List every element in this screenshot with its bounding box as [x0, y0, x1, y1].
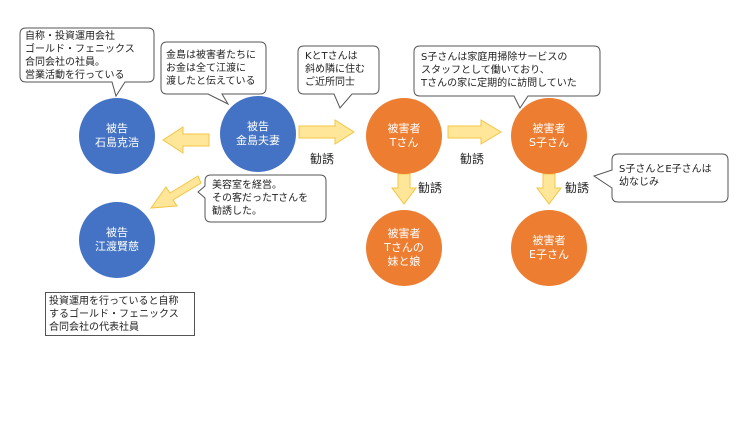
callout-line: 自称・投資運用会社 — [25, 31, 115, 42]
node-name-label: E子さん — [529, 248, 569, 261]
node-name-label: Tさん — [389, 136, 419, 149]
callout-line: S子さんは家庭用掃除サービスの — [421, 52, 568, 63]
node-defendant-etou: 被告 江渡賢慈 — [79, 202, 155, 278]
callout-line: ご近所同士 — [305, 77, 355, 88]
node-name-label: 江渡賢慈 — [95, 240, 139, 253]
callout-bubble-salon — [197, 174, 327, 223]
node-role-label: 被害者 — [387, 227, 421, 240]
callout-text-kanejima: 金島は被害者たちに お金は全て江渡に 渡したと伝えている — [166, 49, 256, 88]
node-name-label: 金島夫妻 — [236, 134, 280, 147]
callout-text-salon: 美容室を経営。 その客だったTさんを 勧誘した。 — [212, 179, 308, 218]
node-victim-s: 被害者 S子さん — [511, 98, 587, 174]
node-name-label: S子さん — [529, 136, 569, 149]
callout-text-neighbors: KとTさんは 斜め隣に住む ご近所同士 — [305, 50, 365, 89]
note-etou-description: 投資運用を行っていると自称 するゴールド・フェニックス 合同会社の代表社員 — [45, 292, 195, 336]
arrow-kanejima-to-t — [298, 119, 355, 145]
node-name-label-2: 妹と娘 — [387, 255, 421, 268]
callout-line: 斜め隣に住む — [305, 64, 365, 75]
note-line: するゴールド・フェニックス — [49, 309, 179, 320]
node-role-label: 被害者 — [387, 122, 421, 135]
label-t-to-s: 勧誘 — [460, 152, 485, 166]
node-name-label: Tさんの — [384, 241, 424, 254]
callout-bubble-s-staff — [413, 45, 601, 109]
callout-line: S子さんとE子さんは — [619, 164, 712, 175]
arrow-kanejima-to-etou — [149, 175, 202, 209]
callout-line: Tさんの家に定期的に訪問していた — [421, 78, 577, 89]
callout-bubble-kanejima — [160, 41, 267, 106]
arrow-t-to-s — [447, 119, 502, 145]
node-victim-t: 被害者 Tさん — [366, 98, 442, 174]
callout-line: 合同会社の社員。 — [25, 57, 105, 68]
node-role-label: 被害者 — [532, 122, 566, 135]
callout-line: 勧誘した。 — [212, 206, 262, 217]
callout-bubble-childhood — [592, 153, 729, 203]
label-kanejima-to-t: 勧誘 — [310, 152, 335, 166]
arrow-s-to-e — [536, 173, 562, 205]
callout-line: KとTさんは — [305, 51, 358, 62]
arrow-t-to-sister — [391, 173, 417, 205]
callout-text-childhood: S子さんとE子さんは 幼なじみ — [619, 163, 712, 189]
node-defendant-ishijima: 被告 石島克浩 — [79, 98, 155, 174]
node-victim-sister-daughter: 被害者 Tさんの 妹と娘 — [366, 210, 442, 286]
arrow-kanejima-to-ishijima — [162, 126, 210, 154]
callout-line: 渡したと伝えている — [166, 76, 256, 87]
callout-bubble-neighbors — [297, 45, 380, 109]
node-role-label: 被告 — [106, 226, 128, 239]
node-role-label: 被害者 — [532, 234, 566, 247]
callout-line: スタッフとして働いており、 — [421, 65, 550, 76]
node-victim-e: 被害者 E子さん — [511, 210, 587, 286]
node-role-label: 被告 — [106, 122, 128, 135]
callout-text-ishijima: 自称・投資運用会社 ゴールド・フェニックス 合同会社の社員。 営業活動を行ってい… — [25, 30, 135, 82]
callout-line: 美容室を経営。 — [212, 180, 282, 191]
callout-line: 金島は被害者たちに — [166, 50, 256, 61]
label-t-to-sister: 勧誘 — [418, 181, 443, 195]
label-s-to-e: 勧誘 — [565, 181, 590, 195]
callout-line: その客だったTさんを — [212, 193, 309, 204]
node-role-label: 被告 — [247, 120, 269, 133]
callout-line: 幼なじみ — [619, 177, 659, 188]
callout-text-s-staff: S子さんは家庭用掃除サービスの スタッフとして働いており、 Tさんの家に定期的に… — [421, 51, 577, 90]
node-defendant-kanejima: 被告 金島夫妻 — [220, 96, 296, 172]
node-name-label: 石島克浩 — [95, 136, 139, 149]
callout-line: 営業活動を行っている — [25, 70, 125, 81]
callout-bubble-ishijima — [19, 27, 155, 98]
callout-line: ゴールド・フェニックス — [25, 44, 135, 55]
note-line: 投資運用を行っていると自称 — [49, 296, 179, 307]
callout-line: お金は全て江渡に — [166, 63, 246, 74]
note-line: 合同会社の代表社員 — [49, 322, 139, 333]
